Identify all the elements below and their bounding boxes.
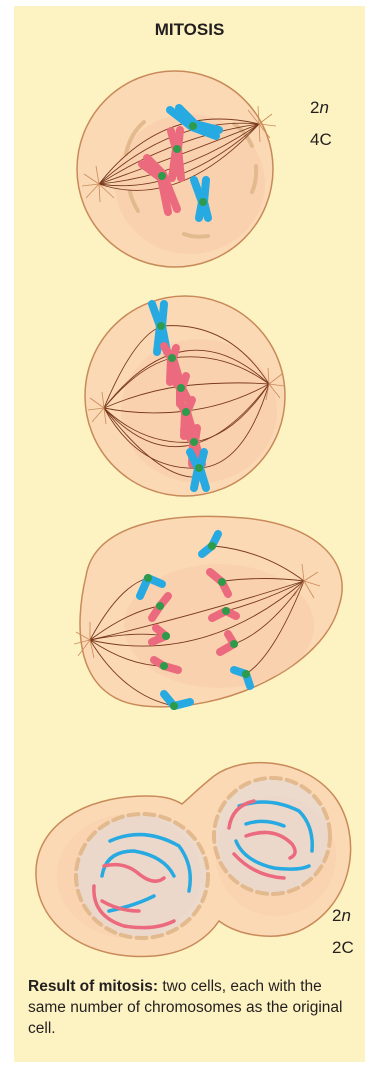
dna-content-label-stage1: 4C bbox=[310, 130, 332, 150]
ploidy-label-stage1: 2n bbox=[310, 98, 329, 118]
cell-telophase bbox=[36, 763, 351, 957]
cell-prometaphase bbox=[77, 71, 276, 267]
caption-heading: Result of mitosis: bbox=[28, 978, 158, 995]
cell-anaphase bbox=[74, 516, 342, 710]
mitosis-panel: MITOSIS bbox=[14, 6, 365, 1062]
cell-metaphase bbox=[85, 296, 285, 496]
ploidy-label-stage4: 2n bbox=[332, 906, 351, 926]
mitosis-illustration bbox=[14, 6, 365, 1062]
result-caption: Result of mitosis: two cells, each with … bbox=[28, 976, 353, 1039]
dna-content-label-stage4: 2C bbox=[332, 938, 354, 958]
